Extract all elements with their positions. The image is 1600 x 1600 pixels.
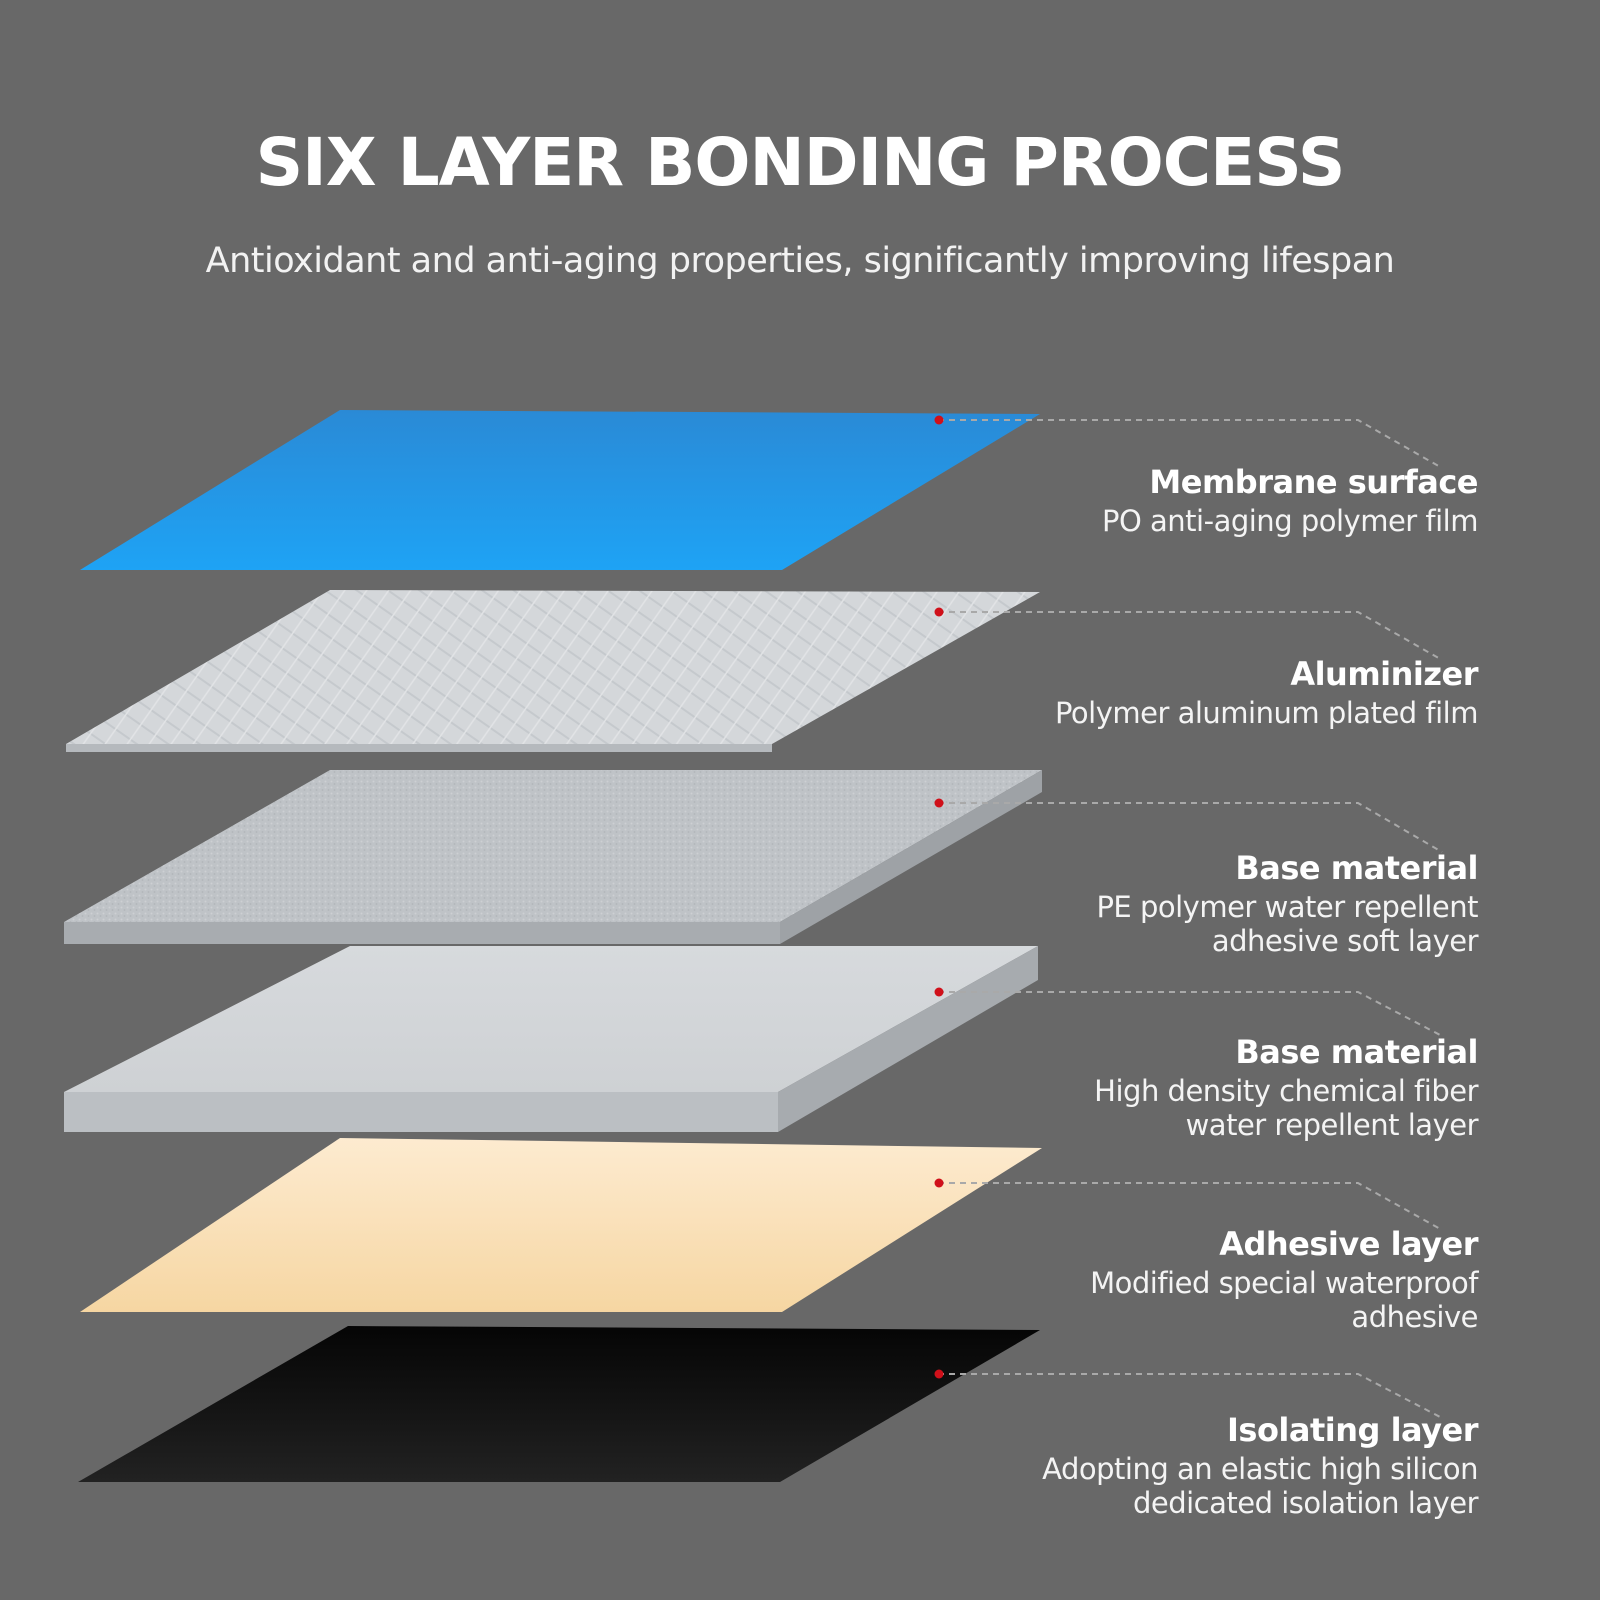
layer-desc-line: PE polymer water repellent bbox=[1096, 890, 1478, 924]
leader-line-membrane bbox=[938, 419, 1443, 469]
membrane-surface-sheet bbox=[80, 410, 1040, 570]
layer-label-membrane: Membrane surface PO anti-aging polymer f… bbox=[918, 460, 1479, 538]
layer-desc-line: adhesive bbox=[1351, 1300, 1478, 1334]
leader-line-isolating bbox=[938, 1373, 1443, 1419]
aluminizer-sheet bbox=[66, 590, 1040, 744]
layer-label-adhesive: Adhesive layer Modified special waterpro… bbox=[918, 1222, 1478, 1334]
marker-dot-membrane bbox=[934, 415, 944, 425]
leader-line-adhesive bbox=[938, 1182, 1443, 1231]
aluminizer-edge bbox=[66, 744, 772, 752]
isolating-layer-sheet bbox=[78, 1326, 1040, 1482]
base-material-pe-side bbox=[780, 770, 1042, 944]
layer-name: Aluminizer bbox=[1290, 655, 1478, 693]
layer-name: Base material bbox=[1235, 849, 1478, 887]
marker-dot-adhesive bbox=[934, 1178, 944, 1188]
adhesive-layer-sheet bbox=[80, 1138, 1042, 1312]
base-material-pe-edge bbox=[64, 922, 780, 944]
layer-desc-line: Modified special waterproof bbox=[1090, 1266, 1478, 1300]
layer-name: Membrane surface bbox=[1149, 463, 1478, 501]
layer-label-aluminizer: Aluminizer Polymer aluminum plated film bbox=[918, 652, 1479, 730]
base-material-fiber-edge bbox=[64, 1092, 778, 1132]
layer-desc-line: water repellent layer bbox=[1185, 1108, 1479, 1142]
diagram-title: SIX LAYER BONDING PROCESS bbox=[255, 124, 1346, 201]
marker-dot-isolating bbox=[934, 1369, 944, 1379]
marker-dot-base-fiber bbox=[934, 987, 944, 997]
layer-desc-line: adhesive soft layer bbox=[1211, 924, 1479, 958]
diagram-subtitle: Antioxidant and anti-aging properties, s… bbox=[205, 241, 1395, 281]
layer-desc-line: dedicated isolation layer bbox=[1132, 1486, 1479, 1520]
marker-dot-base-pe bbox=[934, 798, 944, 808]
marker-dot-aluminizer bbox=[934, 607, 944, 617]
layer-label-base-fiber: Base material High density chemical fibe… bbox=[918, 1030, 1478, 1142]
layer-label-base-pe: Base material PE polymer water repellent… bbox=[918, 846, 1478, 958]
layer-name: Isolating layer bbox=[1226, 1411, 1479, 1449]
layer-desc-line: Adopting an elastic high silicon bbox=[1042, 1452, 1478, 1486]
layer-name: Base material bbox=[1235, 1033, 1478, 1071]
layer-desc-line: PO anti-aging polymer film bbox=[1102, 504, 1479, 538]
layer-label-isolating: Isolating layer Adopting an elastic high… bbox=[918, 1408, 1478, 1520]
base-material-fiber-sheet bbox=[64, 946, 1038, 1092]
leader-line-aluminizer bbox=[938, 611, 1443, 661]
layer-name: Adhesive layer bbox=[1219, 1225, 1478, 1263]
base-material-pe-sheet bbox=[64, 770, 1042, 922]
layer-desc-line: Polymer aluminum plated film bbox=[1054, 696, 1479, 730]
leader-line-base-pe bbox=[938, 802, 1443, 853]
leader-line-base-fiber bbox=[938, 991, 1443, 1037]
layer-desc-line: High density chemical fiber bbox=[1094, 1074, 1478, 1108]
